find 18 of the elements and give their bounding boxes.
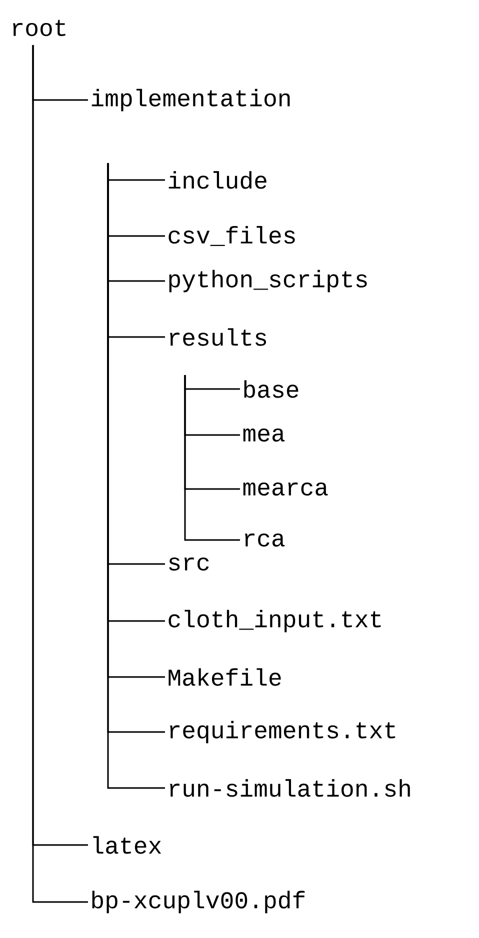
folder-name: Makefile [168, 668, 281, 686]
tree-branch-line [184, 375, 240, 541]
folder-name: requirements.txt [170, 720, 396, 744]
folder-name: root [13, 20, 66, 36]
folder-name: python_scripts [169, 270, 367, 292]
folder-name: run-simulation.sh [170, 779, 410, 797]
folder-name: implementation [92, 88, 290, 112]
folder-name: mearca [243, 482, 328, 496]
folder-name: rca [245, 533, 285, 547]
folder-name: csv_files [168, 226, 295, 246]
folder-name: results [170, 328, 266, 346]
folder-name: latex [93, 836, 162, 854]
folder-name: mea [243, 428, 285, 442]
folder-name: bp-xcuplv00.pdf [92, 890, 305, 914]
folder-name: cloth_input.txt [168, 610, 381, 632]
folder-name: src [169, 557, 209, 571]
folder-name: base [244, 380, 298, 398]
folder-name: include [168, 171, 266, 189]
